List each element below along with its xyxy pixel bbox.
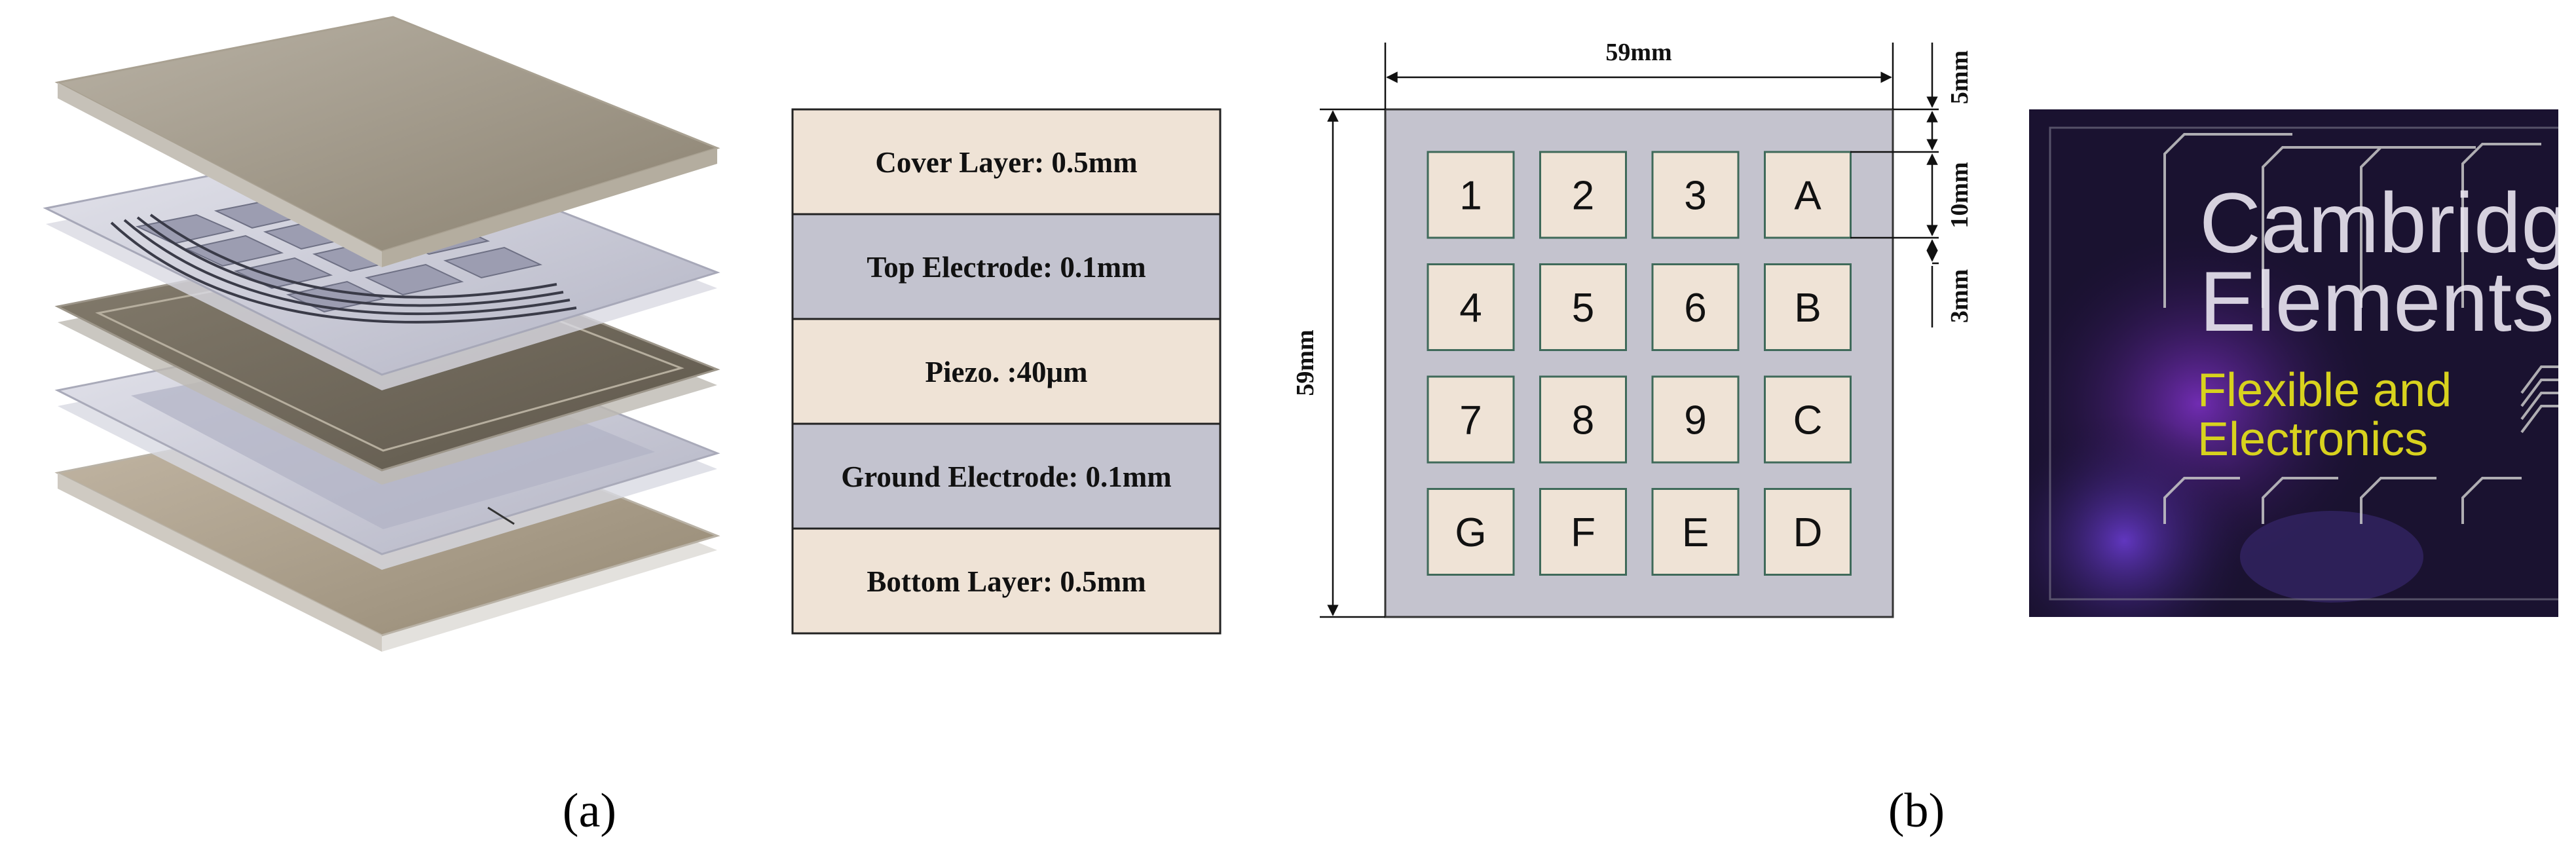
panel-label-b: (b) xyxy=(1888,784,1945,838)
layer-table-label: Bottom Layer: 0.5mm xyxy=(867,565,1146,598)
keypad-key-pad xyxy=(1764,151,1852,239)
keypad-key-label: F xyxy=(1571,510,1596,555)
keypad-key-pad xyxy=(1764,375,1852,464)
layer-table-row: Piezo. :40μm xyxy=(791,318,1222,425)
layer-table-label: Ground Electrode: 0.1mm xyxy=(841,460,1172,493)
keypad-key-pad xyxy=(1539,263,1627,351)
keypad-keys: 1 2 3 A 4 5 6 B 7 8 9 C G F E D xyxy=(1427,151,1852,576)
keypad-key: D xyxy=(1764,488,1852,576)
layer-table-label: Top Electrode: 0.1mm xyxy=(867,251,1146,284)
keypad-key-pad xyxy=(1539,488,1627,576)
layer-table-label: Piezo. :40μm xyxy=(925,356,1088,388)
keypad-key-pad xyxy=(1539,151,1627,239)
keypad-schematic: 1 2 3 A 4 5 6 B 7 8 9 C G F E D 59mm 59mm 5mm xyxy=(1292,39,1973,618)
keypad-key: E xyxy=(1651,488,1740,576)
photo-text-line1: Cambridge xyxy=(2199,175,2576,270)
device-photograph: Cambridge Elements Flexible and Electron… xyxy=(2029,109,2576,617)
photo-text-line4: Electronics xyxy=(2197,413,2428,466)
keypad-key-label: 9 xyxy=(1684,398,1706,443)
keypad-key-label: 6 xyxy=(1684,286,1706,331)
keypad-key-label: C xyxy=(1793,398,1823,443)
layer-table-row: Top Electrode: 0.1mm xyxy=(791,213,1222,320)
keypad-key-pad xyxy=(1764,488,1852,576)
exploded-layer-stack xyxy=(43,16,720,652)
keypad-key-pad xyxy=(1427,263,1515,351)
layer-table-row: Bottom Layer: 0.5mm xyxy=(791,527,1222,635)
keypad-key-label: 5 xyxy=(1572,286,1594,331)
stack-cover-layer xyxy=(54,16,720,267)
layer-table-row: Ground Electrode: 0.1mm xyxy=(791,422,1222,530)
keypad-key-pad xyxy=(1651,263,1740,351)
keypad-key-pad xyxy=(1651,488,1740,576)
keypad-key-label: 8 xyxy=(1572,398,1594,443)
height-dimension: 59mm xyxy=(1292,108,1385,618)
keypad-key: A xyxy=(1764,151,1852,239)
keypad-key: B xyxy=(1764,263,1852,351)
width-dimension: 59mm xyxy=(1384,39,1894,109)
keypad-key-label: A xyxy=(1794,174,1821,219)
keypad-key-label: 4 xyxy=(1459,286,1482,331)
layer-table-cell xyxy=(791,213,1222,320)
keypad-key-pad xyxy=(1539,375,1627,464)
keypad-key-label: D xyxy=(1793,510,1823,555)
width-dimension-label: 59mm xyxy=(1605,39,1671,66)
keypad-key-pad xyxy=(1427,375,1515,464)
keypad-key-pad xyxy=(1764,263,1852,351)
keypad-key-pad xyxy=(1651,375,1740,464)
keypad-key-label: 7 xyxy=(1459,398,1482,443)
keypad-key: F xyxy=(1539,488,1627,576)
keypad-key: C xyxy=(1764,375,1852,464)
keypad-key: G xyxy=(1427,488,1515,576)
keypad-key: 5 xyxy=(1539,263,1627,351)
keypad-key: 8 xyxy=(1539,375,1627,464)
keypad-key-label: 3 xyxy=(1684,174,1706,219)
keypad-key-label: E xyxy=(1682,510,1709,555)
keypad-key-label: 2 xyxy=(1572,174,1594,219)
keypad-key: 2 xyxy=(1539,151,1627,239)
keypad-key-pad xyxy=(1427,151,1515,239)
photo-text-line3: Flexible and xyxy=(2197,364,2452,417)
layer-table-cell xyxy=(791,527,1222,635)
keypad-key-label: B xyxy=(1794,286,1821,331)
keypad-key-label: 1 xyxy=(1459,174,1482,219)
keypad-key: 7 xyxy=(1427,375,1515,464)
keypad-key-label: G xyxy=(1455,510,1486,555)
keypad-key: 1 xyxy=(1427,151,1515,239)
panel-label-a: (a) xyxy=(563,784,616,838)
keypad-key-pad xyxy=(1651,151,1740,239)
photo-text-line2: Elements xyxy=(2199,253,2554,349)
keypad-key: 4 xyxy=(1427,263,1515,351)
keypad-key: 9 xyxy=(1651,375,1740,464)
key-size-dimension-label: 10mm xyxy=(1946,162,1973,228)
keypad-key-pad xyxy=(1427,488,1515,576)
layer-table-row: Cover Layer: 0.5mm xyxy=(791,108,1222,215)
layer-table-cell xyxy=(791,318,1222,425)
layer-table-label: Cover Layer: 0.5mm xyxy=(875,146,1137,179)
photo-electrode-traces xyxy=(2163,133,2558,524)
layer-table-cell xyxy=(791,422,1222,530)
keypad-key: 3 xyxy=(1651,151,1740,239)
key-gap-dimension-label: 3mm xyxy=(1946,269,1973,323)
key-spacing-dimensions: 5mm 10mm 3mm xyxy=(1850,43,1973,327)
layer-table-cell xyxy=(791,108,1222,215)
keypad-key: 6 xyxy=(1651,263,1740,351)
top-margin-dimension-label: 5mm xyxy=(1946,50,1973,104)
height-dimension-label: 59mm xyxy=(1292,329,1319,396)
